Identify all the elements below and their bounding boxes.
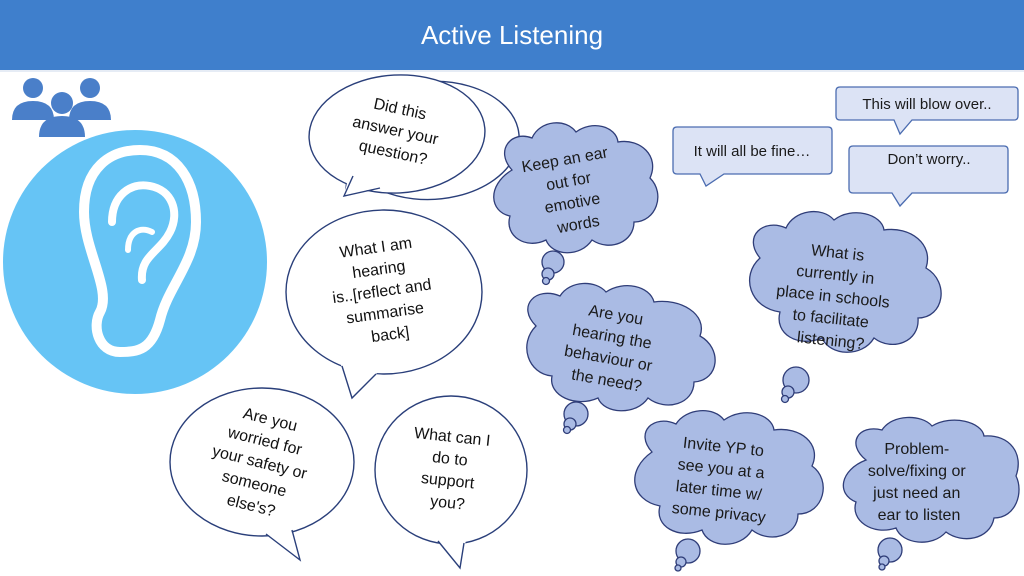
cloud-line: just need an [872, 485, 960, 502]
thought-cloud-emotive: Keep an ear out for emotive words [493, 122, 659, 286]
bubble-line: back] [370, 324, 410, 346]
cloud-line: solve/fixing or [868, 463, 966, 480]
callout-text: Don’t worry.. [887, 151, 970, 168]
ear-icon [3, 130, 267, 394]
cloud-line: What is [810, 242, 865, 264]
speech-bubble-hearing: What I am hearing is..[reflect and summa… [285, 209, 483, 400]
bubble-line: support [420, 470, 475, 493]
cloud-line: Problem- [884, 441, 949, 458]
speech-bubble-worried: Are you worried for your safety or someo… [169, 387, 355, 562]
bubble-line: you? [429, 493, 465, 514]
callout-blow-over: This will blow over.. [835, 86, 1019, 136]
callout-text: It will all be fine… [694, 143, 811, 160]
speech-bubble-support: What can I do to support you? [374, 395, 528, 570]
callout-fine: It will all be fine… [672, 126, 833, 187]
thought-cloud-invite: Invite YP to see you at a later time w/ … [634, 409, 824, 572]
thought-cloud-behaviour: Are you hearing the behaviour or the nee… [526, 282, 716, 435]
svg-text:Problem- solve/fixing or: Problem- solve/fixing or just need an ea… [868, 441, 970, 524]
speech-bubble-answer: Did this answer your question? [308, 74, 520, 201]
thought-cloud-problem: Problem- solve/fixing or just need an ea… [842, 416, 1020, 571]
thought-cloud-schools: What is currently in place in schools to… [749, 210, 942, 404]
header-divider [0, 70, 1024, 72]
bubble-line: do to [431, 449, 468, 470]
cloud-line: ear to listen [878, 507, 961, 524]
cloud-line: listening? [796, 329, 865, 353]
callout-dont-worry: Don’t worry.. [848, 145, 1009, 208]
people-group-icon [12, 78, 111, 137]
callout-text: This will blow over.. [862, 96, 991, 113]
header-bar: Active Listening [0, 0, 1024, 70]
page-title: Active Listening [420, 19, 604, 50]
